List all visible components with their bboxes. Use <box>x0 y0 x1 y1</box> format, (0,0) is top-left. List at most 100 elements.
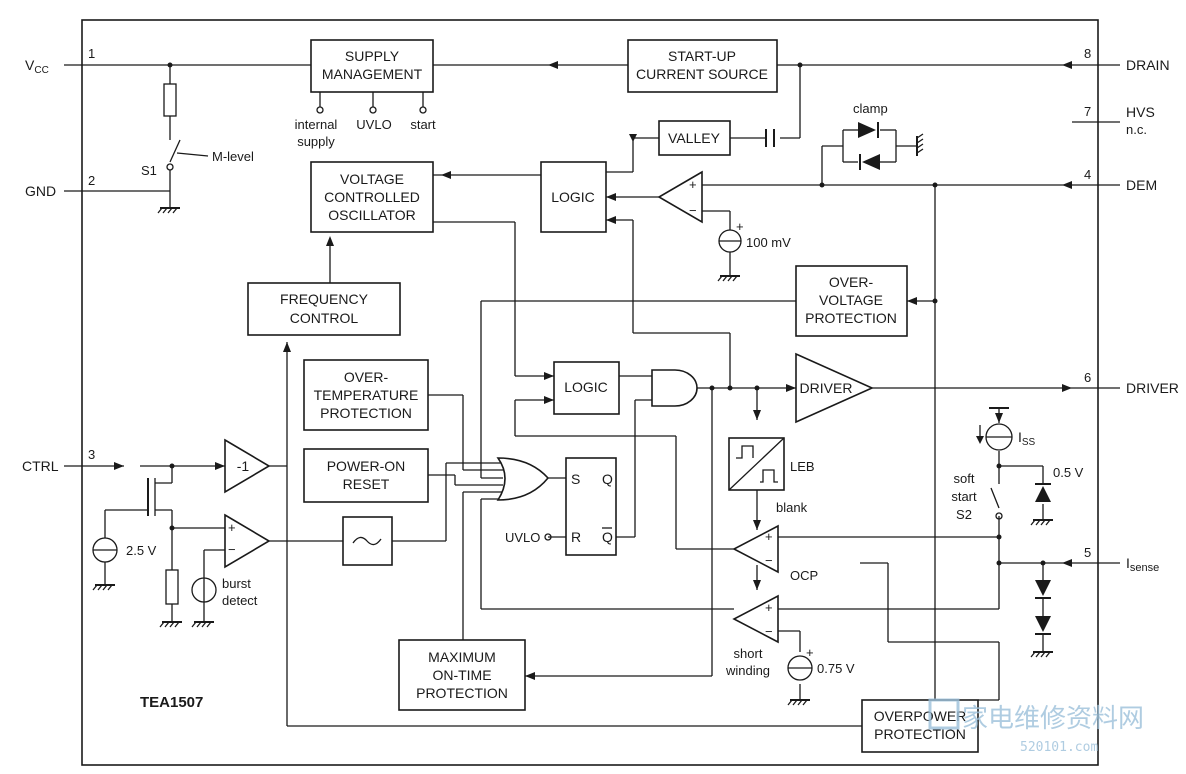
svg-text:2: 2 <box>88 173 95 188</box>
or-gate <box>496 457 550 501</box>
ground-burst <box>191 621 214 628</box>
short-winding-comparator: + − <box>732 594 779 644</box>
block-inverter: -1 <box>224 438 271 494</box>
svg-text:−: − <box>765 624 773 639</box>
svg-text:Q: Q <box>602 471 613 487</box>
svg-text:LOGIC: LOGIC <box>551 189 595 205</box>
svg-text:R: R <box>571 529 581 545</box>
block-startup-current-source: START-UP CURRENT SOURCE <box>627 39 778 93</box>
pin-drain: DRAIN 8 <box>1084 46 1170 73</box>
clamp-diodes <box>858 122 880 170</box>
svg-text:GND: GND <box>25 183 56 199</box>
and-gate <box>651 369 698 407</box>
svg-text:UVLO: UVLO <box>505 530 540 545</box>
svg-text:+: + <box>736 219 744 234</box>
svg-text:CTRL: CTRL <box>22 458 59 474</box>
svg-text:VOLTAGE: VOLTAGE <box>819 292 883 308</box>
svg-text:CONTROLLED: CONTROLLED <box>324 189 420 205</box>
pin-vcc: VCC 1 <box>25 46 95 76</box>
ground-symbols <box>92 133 1053 706</box>
svg-text:S2: S2 <box>956 507 972 522</box>
svg-text:burst: burst <box>222 576 251 591</box>
block-logic-mid: LOGIC <box>553 361 620 415</box>
block-overtemperature-protection: OVER- TEMPERATURE PROTECTION <box>303 359 429 431</box>
svg-text:blank: blank <box>776 500 808 515</box>
svg-text:ON-TIME: ON-TIME <box>432 667 491 683</box>
ground-gnd <box>157 207 180 214</box>
arrows <box>114 61 1072 680</box>
current-source-burst <box>191 577 217 603</box>
ground-ctrl-res <box>159 621 182 628</box>
svg-text:S1: S1 <box>141 163 157 178</box>
svg-text:supply: supply <box>297 134 335 149</box>
burst-comparator: + − <box>224 513 271 569</box>
ocp-comparator: + − <box>732 524 779 574</box>
svg-text:DEM: DEM <box>1126 177 1157 193</box>
svg-text:detect: detect <box>222 593 258 608</box>
svg-text:3: 3 <box>88 447 95 462</box>
soft-start-diode <box>1035 483 1051 502</box>
voltage-source-2-5v <box>92 537 118 563</box>
ground-0-75v <box>787 699 810 706</box>
svg-text:start: start <box>410 117 436 132</box>
svg-text:OVERPOWER: OVERPOWER <box>874 708 967 724</box>
block-power-on-reset: POWER-ON RESET <box>303 448 429 503</box>
svg-text:VALLEY: VALLEY <box>668 130 721 146</box>
svg-text:DRIVER: DRIVER <box>800 380 853 396</box>
block-supply-management: SUPPLY MANAGEMENT <box>310 39 434 93</box>
ground-0-5v <box>1030 519 1053 526</box>
pin-gnd: GND 2 <box>25 173 95 199</box>
svg-text:VOLTAGE: VOLTAGE <box>340 171 404 187</box>
svg-text:LOGIC: LOGIC <box>564 379 608 395</box>
svg-text:MAXIMUM: MAXIMUM <box>428 649 496 665</box>
svg-text:CURRENT SOURCE: CURRENT SOURCE <box>636 66 768 82</box>
svg-text:n.c.: n.c. <box>1126 122 1147 137</box>
svg-text:+: + <box>228 520 236 535</box>
svg-text:winding: winding <box>725 663 770 678</box>
svg-text:UVLO: UVLO <box>356 117 391 132</box>
svg-text:internal: internal <box>295 117 338 132</box>
svg-text:FREQUENCY: FREQUENCY <box>280 291 369 307</box>
svg-text:VCC: VCC <box>25 57 49 76</box>
svg-text:2.5 V: 2.5 V <box>126 543 157 558</box>
svg-text:S: S <box>571 471 580 487</box>
svg-text:7: 7 <box>1084 104 1091 119</box>
svg-text:PROTECTION: PROTECTION <box>874 726 966 742</box>
svg-text:+: + <box>806 645 814 660</box>
svg-text:SUPPLY: SUPPLY <box>345 48 400 64</box>
block-valley: VALLEY <box>658 120 731 156</box>
block-max-on-time-protection: MAXIMUM ON-TIME PROTECTION <box>398 639 526 711</box>
annotations: internal supply UVLO start S1 M-level cl… <box>126 101 1084 711</box>
svg-text:+: + <box>689 177 697 192</box>
svg-text:MANAGEMENT: MANAGEMENT <box>322 66 423 82</box>
svg-text:OVER-: OVER- <box>344 369 389 385</box>
svg-text:M-level: M-level <box>212 149 254 164</box>
svg-text:+: + <box>765 600 773 615</box>
svg-text:LEB: LEB <box>790 459 815 474</box>
svg-text:soft: soft <box>954 471 975 486</box>
svg-text:TEMPERATURE: TEMPERATURE <box>314 387 419 403</box>
svg-text:6: 6 <box>1084 370 1091 385</box>
svg-text:Isense: Isense <box>1126 555 1159 574</box>
current-source-iss <box>976 407 1013 451</box>
block-overvoltage-protection: OVER- VOLTAGE PROTECTION <box>795 265 908 337</box>
chip-name-label: TEA1507 <box>140 694 203 711</box>
block-vco: VOLTAGE CONTROLLED OSCILLATOR <box>310 161 434 233</box>
voltage-source-100mv: + <box>718 219 744 253</box>
svg-text:−: − <box>765 553 773 568</box>
svg-text:clamp: clamp <box>853 101 888 116</box>
block-driver: DRIVER <box>795 352 874 424</box>
block-leb <box>728 437 785 491</box>
svg-text:家电维修资料网: 家电维修资料网 <box>962 704 1144 734</box>
ground-100mv <box>717 275 740 282</box>
svg-text:START-UP: START-UP <box>668 48 736 64</box>
svg-text:0.5 V: 0.5 V <box>1053 465 1084 480</box>
ground-isense <box>1030 651 1053 658</box>
svg-text:PROTECTION: PROTECTION <box>320 405 412 421</box>
pin-hvs: HVS n.c. 7 <box>1084 104 1155 137</box>
svg-text:520101.com: 520101.com <box>1020 740 1098 755</box>
block-frequency-control: FREQUENCY CONTROL <box>247 282 401 336</box>
pin-dem: DEM 4 <box>1084 167 1157 193</box>
svg-text:4: 4 <box>1084 167 1091 182</box>
